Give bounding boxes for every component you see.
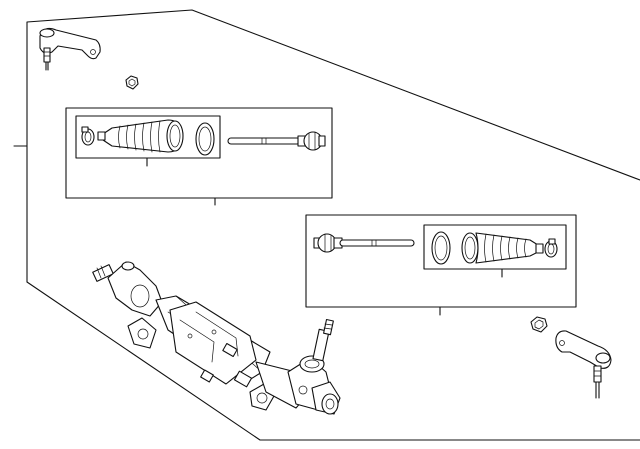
right-kit-box — [305, 214, 577, 316]
right-jam-nut[interactable] — [530, 316, 548, 333]
left-large-clamp-icon — [195, 122, 215, 156]
right-small-clamp-icon — [544, 238, 558, 258]
left-inner-tie-rod[interactable] — [227, 131, 326, 151]
left-outer-tie-rod-end[interactable] — [39, 27, 101, 71]
right-boot-icon — [461, 232, 544, 264]
right-outer-tie-rod-end[interactable] — [555, 330, 612, 399]
right-boot-kit-box[interactable] — [423, 224, 567, 278]
left-boot-icon — [97, 119, 184, 153]
left-jam-nut[interactable] — [125, 75, 139, 90]
left-small-clamp-icon — [81, 126, 95, 146]
right-inner-tie-rod[interactable] — [313, 233, 415, 253]
right-large-clamp-icon — [431, 231, 451, 265]
steering-gear-rack-assembly[interactable] — [92, 261, 341, 415]
left-kit-box — [65, 107, 333, 206]
sheet-outline — [13, 9, 640, 441]
left-boot-kit-box[interactable] — [75, 115, 221, 167]
